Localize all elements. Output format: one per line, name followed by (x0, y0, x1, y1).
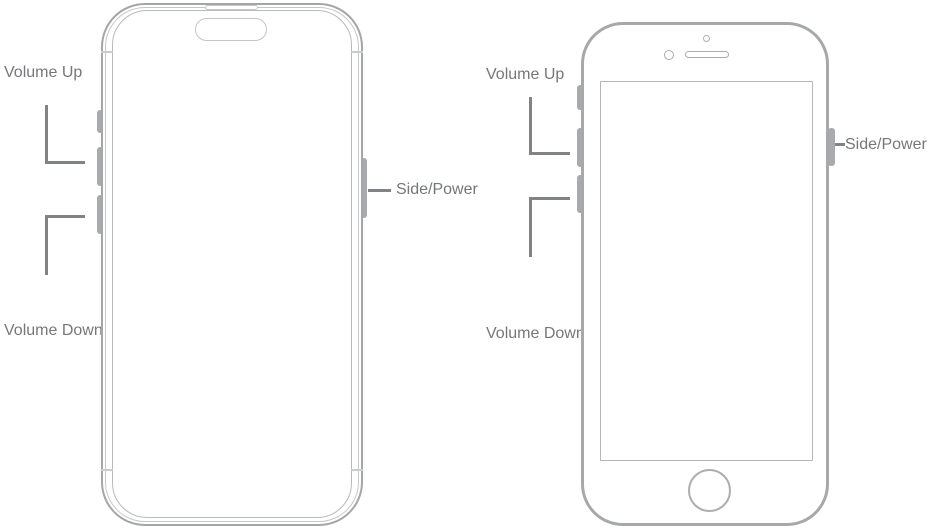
antenna-line-top-left (101, 51, 113, 53)
volume-down-pointer-vertical-left (45, 215, 48, 275)
side-power-button-shape-right (828, 128, 835, 166)
front-camera-shape (664, 50, 674, 60)
action-button-shape (97, 110, 103, 133)
volume-down-label-right: Volume Down (486, 325, 585, 342)
volume-up-button-shape-right (577, 128, 584, 167)
volume-down-button-shape-left (97, 195, 103, 234)
home-button-shape (688, 469, 731, 512)
volume-up-button-shape-left (97, 147, 103, 186)
home-iphone-body-outline (581, 22, 829, 526)
faceid-iphone-display-outline (112, 10, 352, 518)
volume-down-button-shape-right (577, 175, 584, 213)
side-power-label-left: Side/Power (396, 181, 478, 198)
side-power-pointer-dash-left (368, 189, 391, 192)
home-iphone-screen-outline (600, 81, 813, 461)
top-speaker-slot-shape (205, 5, 258, 10)
antenna-line-bottom-left (101, 469, 113, 471)
side-power-label-right: Side/Power (845, 136, 927, 153)
mute-switch-shape (577, 85, 584, 110)
volume-down-label-left: Volume Down (4, 322, 103, 339)
side-power-button-shape-left (361, 158, 367, 218)
volume-up-pointer-vertical-left (45, 105, 48, 164)
proximity-sensor-shape (703, 35, 710, 42)
side-power-pointer-dash-right (833, 143, 845, 146)
volume-up-label-right: Volume Up (486, 66, 565, 83)
antenna-line-bottom-right (351, 469, 363, 471)
antenna-line-top-right (351, 51, 363, 53)
dynamic-island-shape (195, 18, 267, 41)
volume-up-label-left: Volume Up (4, 64, 83, 81)
volume-up-pointer-horizontal-left (45, 161, 85, 164)
faceid-iphone-body-outline (101, 3, 363, 526)
volume-up-pointer-horizontal-right (529, 152, 570, 155)
earpiece-speaker-shape (685, 51, 729, 58)
volume-down-pointer-horizontal-left (45, 215, 85, 218)
volume-up-pointer-vertical-right (529, 97, 532, 155)
volume-down-pointer-vertical-right (529, 197, 532, 257)
volume-down-pointer-horizontal-right (529, 197, 570, 200)
